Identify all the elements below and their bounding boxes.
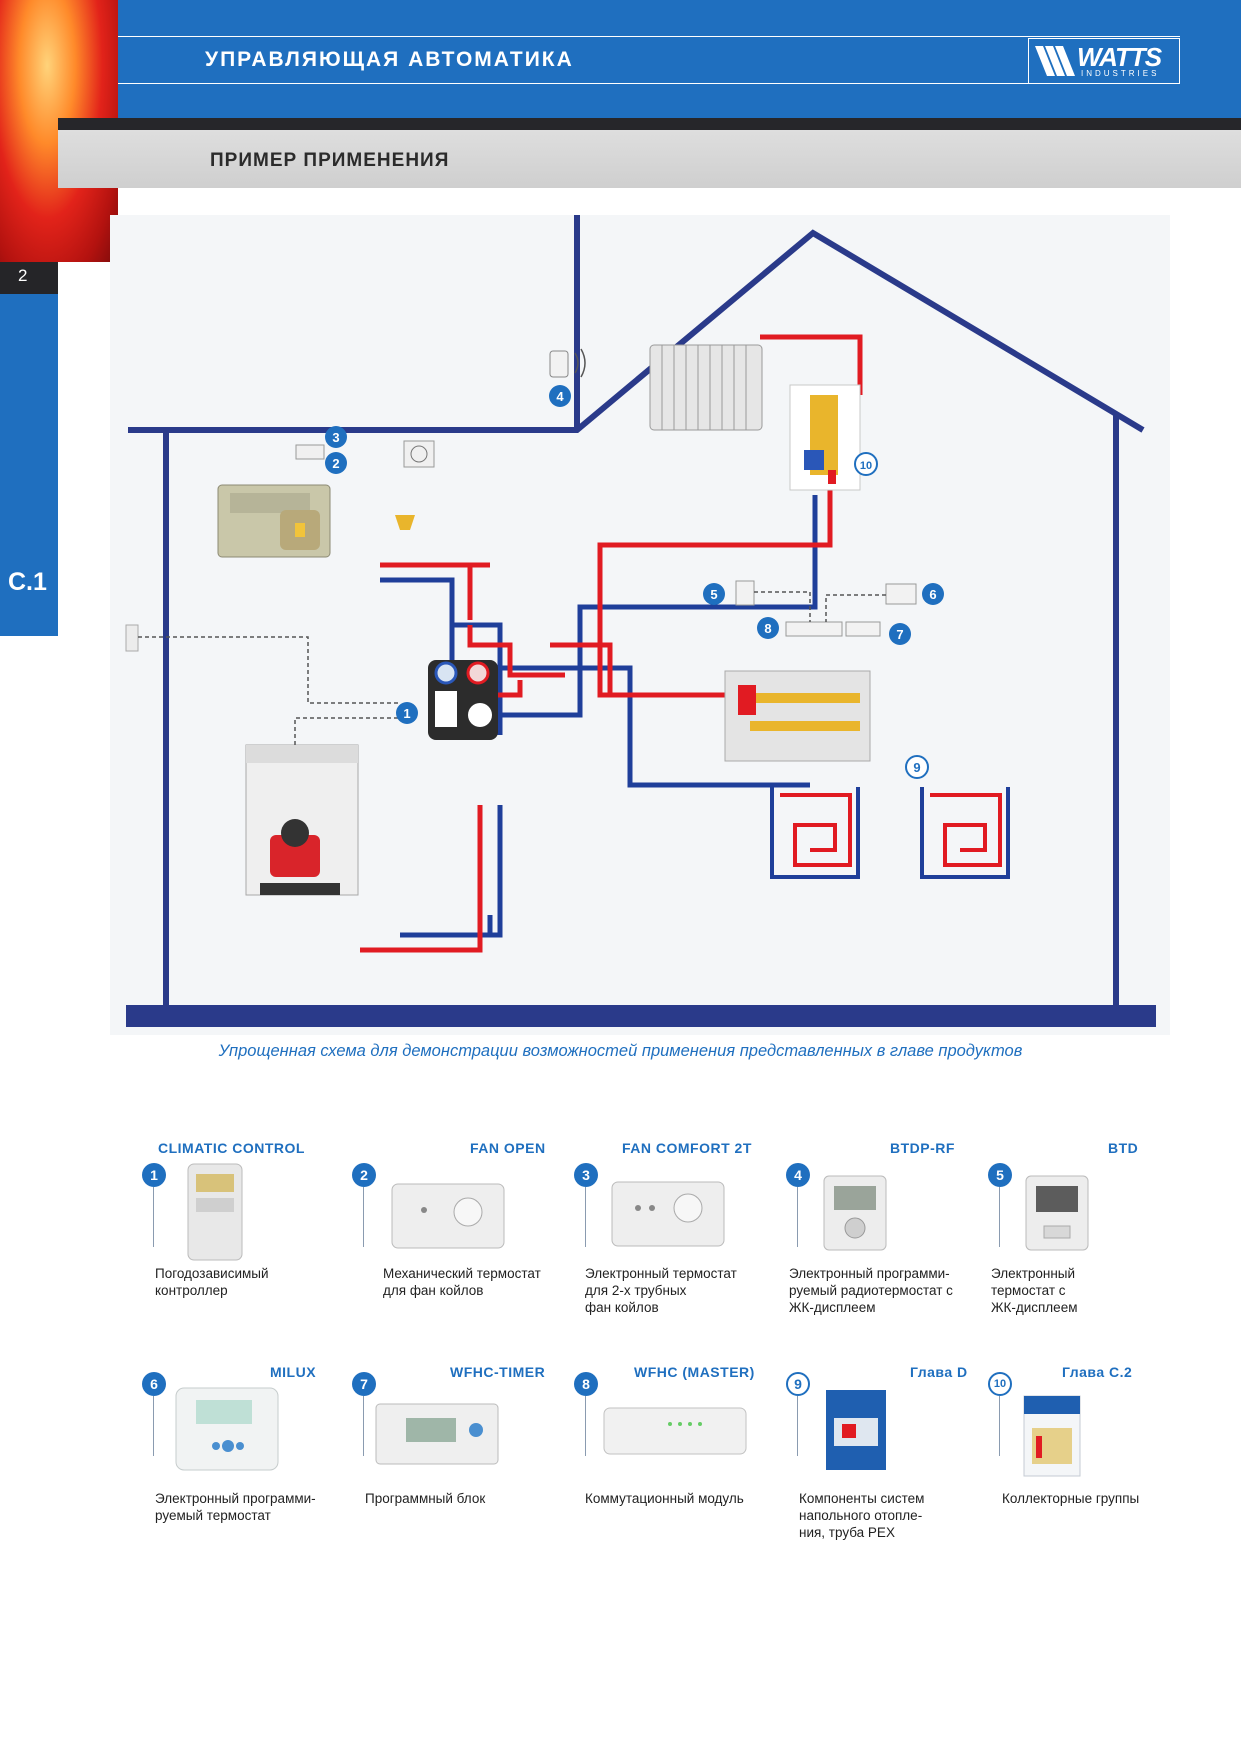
chapter-label: C.1 — [8, 568, 47, 596]
fan-thermostat — [295, 444, 325, 460]
header-divider — [58, 118, 1241, 130]
house-outline — [128, 215, 1145, 1005]
section-title: ПРИМЕР ПРИМЕНЕНИЯ — [210, 150, 450, 171]
fan-thermostat-icon — [391, 1183, 505, 1249]
radiator — [649, 344, 763, 431]
fan-coil — [217, 484, 331, 558]
product-number-1: 1 — [142, 1163, 166, 1187]
chapter-tab — [0, 294, 58, 636]
header-band — [0, 0, 1241, 118]
milux-thermostat — [885, 583, 917, 605]
product-desc-8: Коммутационный модуль — [585, 1491, 744, 1506]
lcd-thermostat-icon — [823, 1175, 887, 1251]
product-desc-4: Электронный программи- руемый радиотермо… — [789, 1266, 953, 1315]
product-number-3: 3 — [574, 1163, 598, 1187]
product-number-2: 2 — [352, 1163, 376, 1187]
product-number-4: 4 — [786, 1163, 810, 1187]
hot-pipes — [360, 334, 863, 953]
product-desc-1: Погодозависимый контроллер — [155, 1266, 269, 1298]
product-name-1: CLIMATIC CONTROL — [158, 1140, 305, 1156]
radio-thermostat — [549, 350, 569, 378]
callout-3: 3 — [332, 430, 339, 445]
controller-icon — [187, 1163, 243, 1261]
product-name-8: WFHC (MASTER) — [634, 1364, 755, 1380]
switching-module-icon — [603, 1407, 747, 1455]
callout-9: 9 — [913, 760, 920, 775]
product-number-5: 5 — [988, 1163, 1012, 1187]
house-schematic: 1 2 3 4 5 6 7 8 9 10 — [125, 215, 1156, 1027]
header-bar — [118, 36, 1180, 84]
boiler — [245, 744, 359, 896]
callout-7: 7 — [896, 627, 903, 642]
product-desc-9: Компоненты систем напольного отопле- ния… — [799, 1491, 925, 1540]
callout-1: 1 — [403, 706, 410, 721]
product-name-4: BTDP-RF — [890, 1140, 955, 1156]
pump-group — [428, 660, 498, 740]
callout-5: 5 — [710, 587, 717, 602]
mechanical-thermostat — [403, 440, 435, 468]
logo-subtitle: INDUSTRIES — [1081, 69, 1160, 78]
diagram-caption: Упрощенная схема для демонстрации возмож… — [218, 1042, 1023, 1060]
callout-4: 4 — [556, 389, 564, 404]
product-name-3: FAN COMFORT 2T — [622, 1140, 752, 1156]
product-desc-3: Электронный термостат для 2-х трубных фа… — [585, 1266, 737, 1315]
heating-system-diagram: 1 2 3 4 5 6 7 8 9 10 — [110, 215, 1170, 1035]
logo-wordmark: WATTS — [1077, 42, 1162, 72]
product-desc-6: Электронный программи- руемый термостат — [155, 1491, 316, 1523]
product-name-2: FAN OPEN — [470, 1140, 546, 1156]
product-name-7: WFHC-TIMER — [450, 1364, 546, 1380]
floor-coils — [770, 787, 1010, 879]
watts-logo-icon — [1035, 46, 1075, 76]
product-name-10: Глава C.2 — [1062, 1364, 1133, 1380]
product-desc-2: Механический термостат для фан койлов — [383, 1266, 541, 1298]
product-number-6: 6 — [142, 1372, 166, 1396]
product-number-7: 7 — [352, 1372, 376, 1396]
callout-6: 6 — [929, 587, 936, 602]
product-name-9: Глава D — [910, 1364, 968, 1380]
catalog-icon — [1023, 1395, 1081, 1477]
page-number: 2 — [18, 266, 28, 285]
mixing-valve — [395, 515, 415, 530]
fan-thermostat-icon — [611, 1181, 725, 1247]
timer-unit-icon — [375, 1403, 499, 1465]
product-number-8: 8 — [574, 1372, 598, 1396]
section-strip — [58, 130, 1241, 188]
product-number-10: 10 — [988, 1372, 1012, 1396]
wfhc-master — [785, 621, 843, 637]
foundation — [126, 1005, 1156, 1027]
outdoor-sensor — [125, 624, 139, 652]
product-number-9: 9 — [786, 1372, 810, 1396]
lcd-thermostat-icon — [1025, 1175, 1089, 1251]
diagram-callouts: 1 2 3 4 5 6 7 8 9 10 — [325, 385, 944, 779]
callout-2: 2 — [332, 456, 339, 471]
page-number-box — [0, 262, 58, 294]
product-name-5: BTD — [1108, 1140, 1139, 1156]
callout-10: 10 — [860, 460, 872, 472]
watts-logo: WATTS INDUSTRIES — [1028, 38, 1180, 84]
product-name-6: MILUX — [270, 1364, 317, 1380]
product-desc-5: Электронный термостат с ЖК-дисплеем — [991, 1266, 1078, 1315]
callout-8: 8 — [764, 621, 771, 636]
catalog-icon — [826, 1390, 886, 1470]
btd-thermostat — [735, 580, 755, 606]
wfhc-timer — [845, 621, 881, 637]
product-desc-10: Коллекторные группы — [1002, 1491, 1140, 1506]
programmable-thermostat-icon — [175, 1387, 279, 1471]
underfloor-manifold — [724, 670, 871, 762]
product-desc-7: Программный блок — [365, 1491, 486, 1506]
header-title: УПРАВЛЯЮЩАЯ АВТОМАТИКА — [205, 48, 574, 71]
